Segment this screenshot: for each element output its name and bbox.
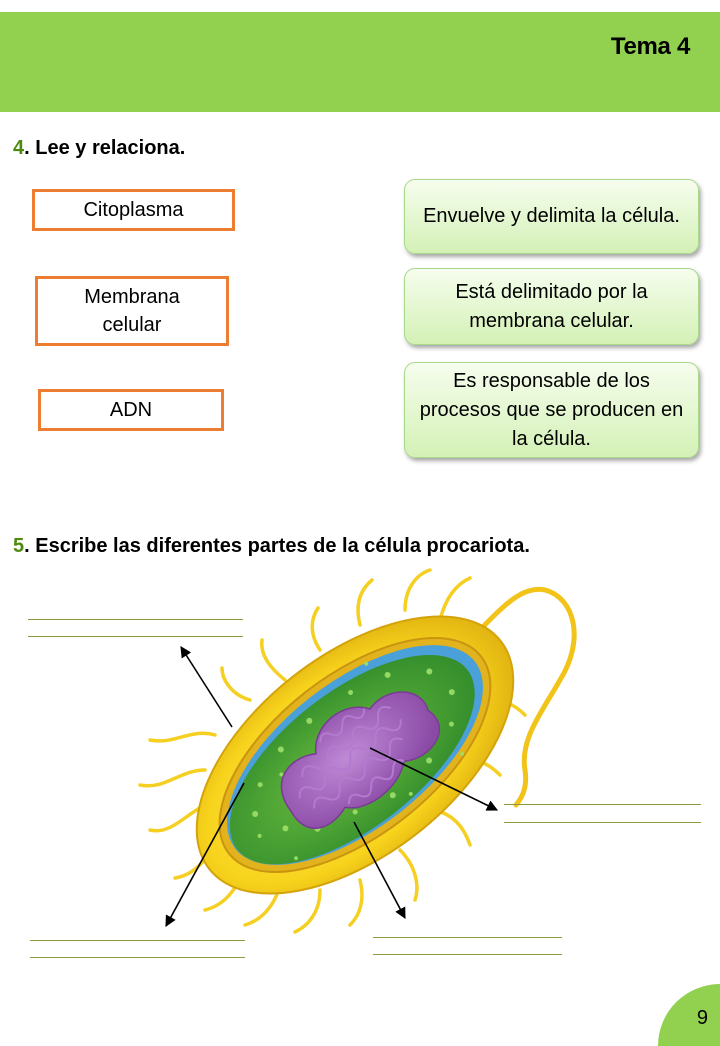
page-number-badge: [658, 984, 720, 1046]
answer-line[interactable]: [28, 619, 243, 620]
answer-line[interactable]: [30, 940, 245, 941]
term-box-adn[interactable]: ADN: [38, 389, 224, 431]
question-5-number: 5: [13, 535, 25, 557]
flagellum: [467, 586, 577, 808]
definition-box-2[interactable]: Está delimitado por la membrana celular.: [404, 268, 699, 345]
definition-text: Envuelve y delimita la célula.: [423, 205, 680, 227]
definition-box-3[interactable]: Es responsable de los procesos que se pr…: [404, 362, 699, 458]
question-5-title: 5. Escribe las diferentes partes de la c…: [13, 535, 530, 558]
answer-line[interactable]: [373, 954, 562, 955]
answer-line[interactable]: [28, 636, 243, 637]
arrow-dna: [369, 747, 499, 811]
answer-line[interactable]: [504, 822, 701, 823]
ribosomes: [252, 661, 464, 861]
page-number: 9: [696, 1007, 708, 1029]
term-box-membrana[interactable]: Membrana celular: [35, 276, 229, 346]
arrow-cell-wall: [180, 646, 233, 728]
question-4-text: . Lee y relaciona.: [24, 137, 186, 159]
question-4-title: 4. Lee y relaciona.: [13, 137, 185, 160]
answer-line[interactable]: [373, 937, 562, 938]
definition-text: Es responsable de los procesos que se pr…: [419, 369, 684, 450]
question-4-number: 4: [13, 137, 25, 159]
answer-line[interactable]: [504, 804, 701, 805]
term-label: Citoplasma: [83, 199, 184, 221]
prokaryotic-cell-illustration: [138, 568, 577, 934]
definition-text: Está delimitado por la membrana celular.: [455, 280, 648, 332]
question-5-text: . Escribe las diferentes partes de la cé…: [24, 535, 530, 557]
definition-box-1[interactable]: Envuelve y delimita la célula.: [404, 179, 699, 254]
header-band: [0, 12, 720, 112]
answer-line[interactable]: [30, 957, 245, 958]
term-label: Membrana celular: [84, 286, 180, 336]
arrow-cytoplasm: [353, 821, 406, 919]
dna-coils: [298, 706, 405, 809]
term-label: ADN: [109, 399, 153, 421]
term-box-citoplasma[interactable]: Citoplasma: [32, 189, 235, 231]
label-arrows: [165, 646, 499, 927]
page-title: Tema 4: [610, 33, 690, 60]
arrow-capsule: [165, 782, 245, 927]
